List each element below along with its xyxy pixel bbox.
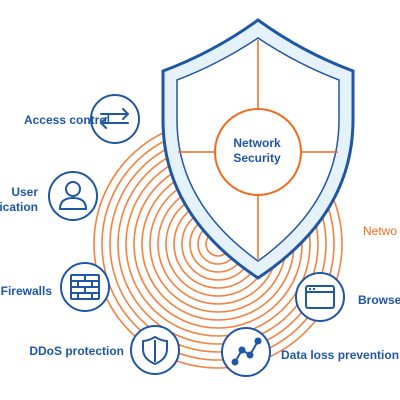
- shield-center-circle: [214, 108, 302, 196]
- label-firewalls: Firewalls: [0, 284, 52, 298]
- label-browser: Browser: [358, 293, 400, 307]
- shield-title-line2: Security: [233, 151, 281, 165]
- label-data-loss-prevention: Data loss prevention: [281, 348, 400, 362]
- user-icon: [58, 181, 88, 210]
- line-graph-icon: [231, 337, 262, 366]
- node-user-authentication: [48, 171, 98, 221]
- label-network-partial: Netwo: [363, 224, 398, 238]
- label-access-control: Access control: [23, 113, 110, 127]
- label-user-line1: User: [11, 185, 38, 199]
- node-access-control: [90, 94, 140, 144]
- shield-title-line1: Network: [233, 136, 281, 150]
- brick-wall-icon: [70, 274, 100, 300]
- arrows-icon: [100, 108, 129, 129]
- label-ddos-protection: DDoS protection: [29, 344, 124, 358]
- browser-window-icon: [305, 285, 335, 309]
- label-user-line2: ication: [0, 200, 38, 214]
- node-ddos-protection: [130, 325, 180, 375]
- network-security-shield: [161, 18, 355, 280]
- node-browser-isolation: [295, 272, 345, 322]
- node-data-loss-prevention: [221, 327, 271, 377]
- node-firewalls: [60, 262, 110, 312]
- shield-icon: [142, 336, 168, 365]
